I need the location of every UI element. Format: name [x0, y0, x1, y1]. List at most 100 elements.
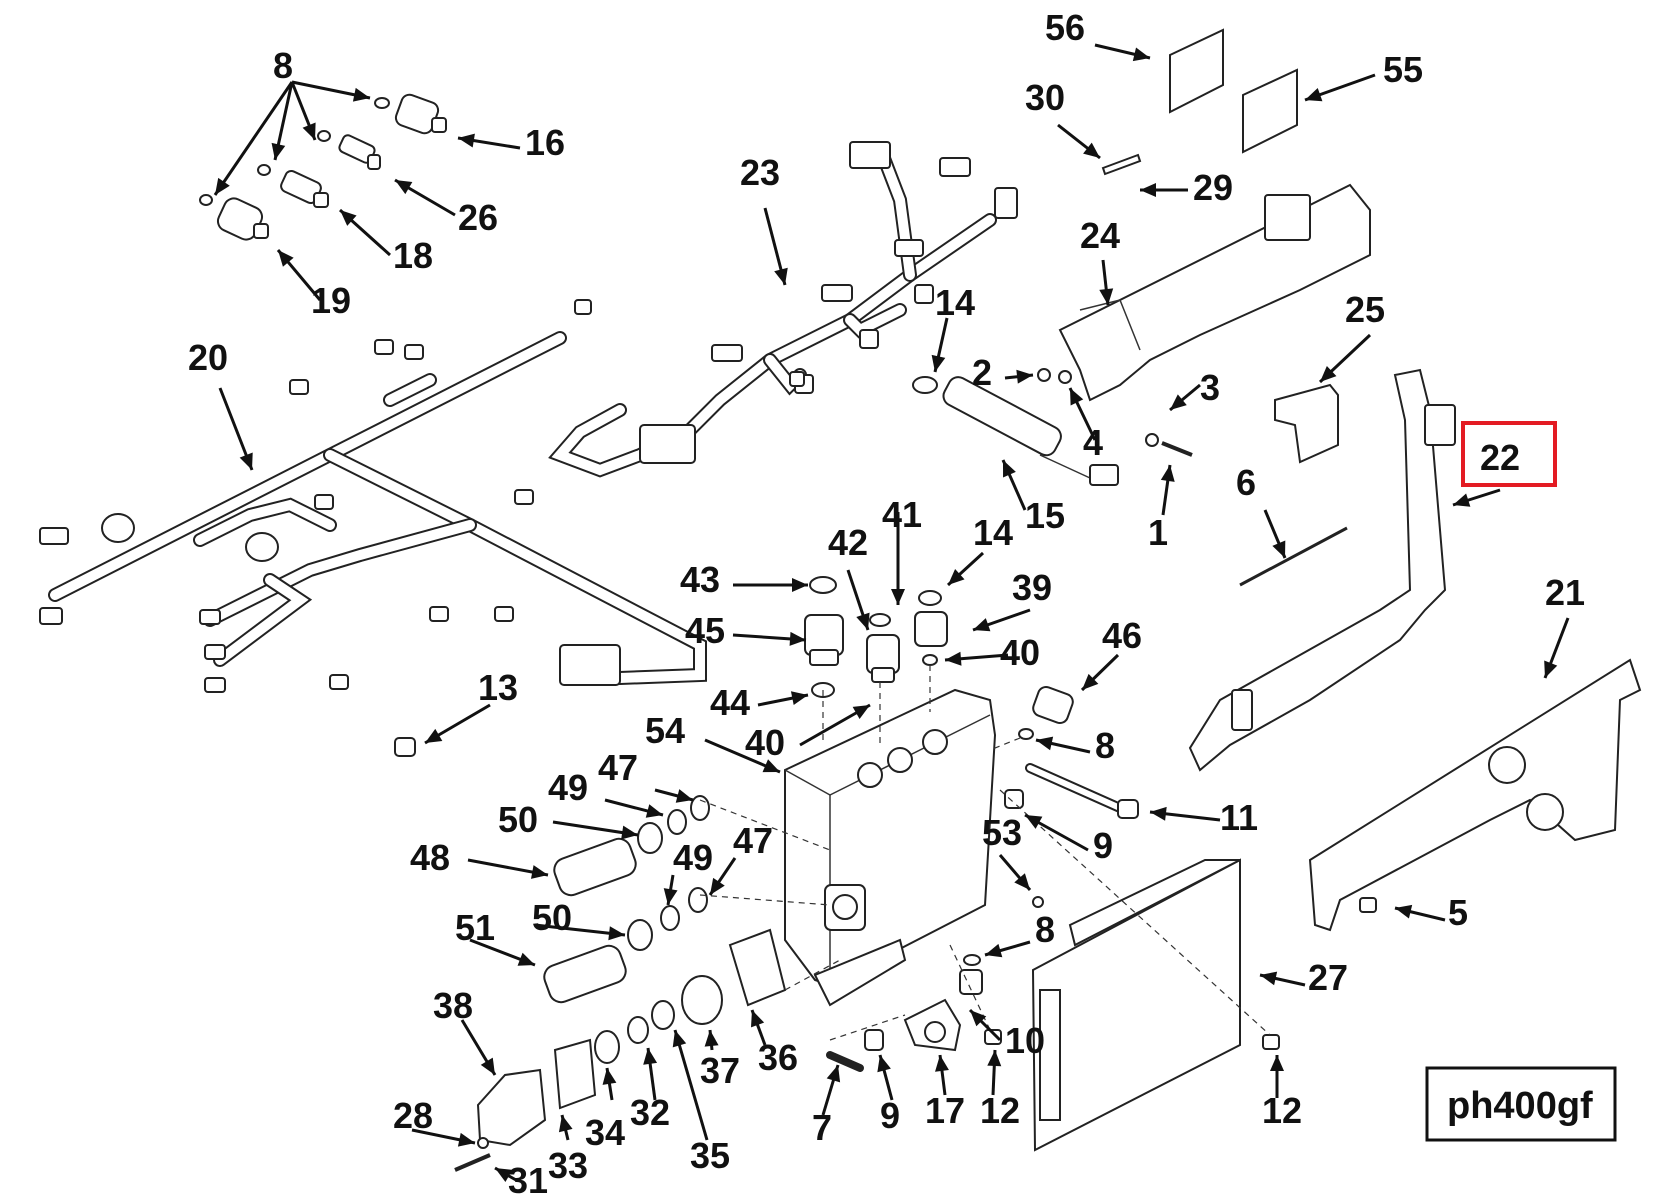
callout-14[interactable]: 14 — [935, 282, 975, 323]
part-code: ph400gf — [1425, 1066, 1617, 1142]
callout-49[interactable]: 49 — [548, 767, 588, 808]
callout-48[interactable]: 48 — [410, 837, 450, 878]
callout-29[interactable]: 29 — [1193, 167, 1233, 208]
arrowhead — [621, 825, 638, 840]
arrowhead — [710, 877, 725, 895]
part-3-washer — [1145, 433, 1159, 447]
arrowhead — [1140, 183, 1156, 197]
callout-31[interactable]: 31 — [508, 1160, 548, 1197]
callout-7[interactable]: 7 — [812, 1107, 832, 1148]
part-49-oring-b — [660, 905, 680, 931]
callout-50[interactable]: 50 — [498, 799, 538, 840]
callout-50b[interactable]: 50 — [532, 897, 572, 938]
callout-16[interactable]: 16 — [525, 122, 565, 163]
callout-9[interactable]: 9 — [1093, 825, 1113, 866]
arrowhead — [457, 1132, 475, 1147]
arrowhead — [675, 789, 693, 803]
callout-35[interactable]: 35 — [690, 1135, 730, 1176]
callout-47[interactable]: 47 — [598, 747, 638, 788]
callout-51[interactable]: 51 — [455, 907, 495, 948]
arrowhead — [826, 1065, 841, 1083]
callout-40b[interactable]: 40 — [745, 722, 785, 763]
callout-34[interactable]: 34 — [585, 1112, 625, 1153]
arrowhead — [931, 354, 946, 372]
arrowhead — [985, 943, 1003, 958]
callout-49b[interactable]: 49 — [673, 837, 713, 878]
part-6-cable-tie — [1239, 526, 1348, 587]
callout-19[interactable]: 19 — [311, 280, 351, 321]
callout-8[interactable]: 8 — [273, 45, 293, 86]
callout-46[interactable]: 46 — [1102, 615, 1142, 656]
arrowhead — [1016, 369, 1033, 384]
callout-9b[interactable]: 9 — [880, 1095, 900, 1136]
arrowhead — [278, 250, 294, 267]
part-34-oring — [594, 1030, 620, 1064]
callout-25[interactable]: 25 — [1345, 289, 1385, 330]
arrowhead — [948, 569, 965, 585]
callout-41[interactable]: 41 — [882, 494, 922, 535]
callout-56[interactable]: 56 — [1045, 7, 1085, 48]
callout-37[interactable]: 37 — [700, 1050, 740, 1091]
part-47-oring-a — [690, 795, 710, 821]
part-9-plug-b — [864, 1029, 884, 1051]
arrowhead — [1260, 971, 1278, 986]
callout-24[interactable]: 24 — [1080, 215, 1120, 256]
callout-13[interactable]: 13 — [478, 667, 518, 708]
callout-55[interactable]: 55 — [1383, 49, 1423, 90]
callout-39[interactable]: 39 — [1012, 567, 1052, 608]
callout-22-highlight[interactable]: 22 — [1461, 421, 1557, 487]
callout-4[interactable]: 4 — [1083, 422, 1103, 463]
callout-23[interactable]: 23 — [740, 152, 780, 193]
callout-14b[interactable]: 14 — [973, 512, 1013, 553]
part-4-washer — [1058, 370, 1072, 384]
callout-17[interactable]: 17 — [925, 1090, 965, 1131]
callout-38[interactable]: 38 — [433, 985, 473, 1026]
callout-12[interactable]: 12 — [980, 1090, 1020, 1131]
callout-47b[interactable]: 47 — [733, 820, 773, 861]
callout-11[interactable]: 11 — [1220, 797, 1258, 838]
callout-45[interactable]: 45 — [685, 610, 725, 651]
callout-21[interactable]: 21 — [1545, 572, 1585, 613]
callout-6[interactable]: 6 — [1236, 462, 1256, 503]
arrowhead — [1395, 904, 1413, 919]
callout-8c[interactable]: 8 — [1035, 909, 1055, 950]
callout-32[interactable]: 32 — [630, 1092, 670, 1133]
callout-42[interactable]: 42 — [828, 522, 868, 563]
callout-20[interactable]: 20 — [188, 337, 228, 378]
callout-53[interactable]: 53 — [982, 812, 1022, 853]
callout-33[interactable]: 33 — [548, 1145, 588, 1186]
part-26-sensor — [317, 130, 381, 170]
callout-12b[interactable]: 12 — [1262, 1090, 1302, 1131]
callout-5[interactable]: 5 — [1448, 892, 1468, 933]
part-39-fitting — [914, 611, 948, 647]
callout-43[interactable]: 43 — [680, 559, 720, 600]
callout-28[interactable]: 28 — [393, 1095, 433, 1136]
part-23-harness — [548, 141, 1018, 478]
callout-36[interactable]: 36 — [758, 1037, 798, 1078]
callout-1[interactable]: 1 — [1148, 512, 1168, 553]
part-40-oring — [922, 654, 938, 666]
callout-2[interactable]: 2 — [972, 352, 992, 393]
arrowhead — [643, 1048, 658, 1065]
callout-22[interactable]: 22 — [1480, 437, 1520, 478]
callout-18[interactable]: 18 — [393, 235, 433, 276]
arrowhead — [789, 631, 806, 646]
callout-15[interactable]: 15 — [1025, 495, 1065, 536]
callout-40[interactable]: 40 — [1000, 632, 1040, 673]
callout-8b[interactable]: 8 — [1095, 725, 1115, 766]
callout-10[interactable]: 10 — [1005, 1020, 1045, 1061]
callout-54[interactable]: 54 — [645, 710, 685, 751]
part-17-fitting — [903, 998, 962, 1052]
arrowhead — [1272, 540, 1286, 558]
callout-30[interactable]: 30 — [1025, 77, 1065, 118]
part-13-plug — [394, 737, 416, 757]
callout-44[interactable]: 44 — [710, 682, 750, 723]
arrowhead — [458, 133, 475, 148]
callout-3[interactable]: 3 — [1200, 367, 1220, 408]
callout-27[interactable]: 27 — [1308, 957, 1348, 998]
callout-26[interactable]: 26 — [458, 197, 498, 238]
arrowhead — [672, 1030, 687, 1048]
arrowhead — [1070, 388, 1084, 406]
arrowhead — [517, 952, 535, 966]
arrowhead — [1305, 88, 1323, 102]
